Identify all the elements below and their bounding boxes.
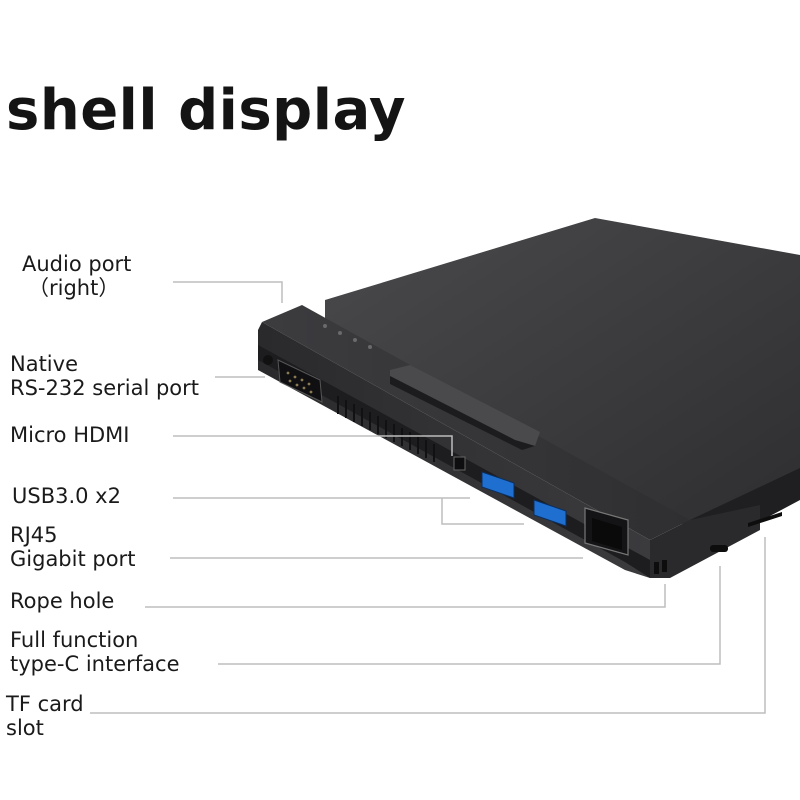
usb-port-2	[533, 499, 567, 527]
tf-card-slot	[748, 512, 782, 527]
callout-audio-port: Audio port （right）	[22, 252, 131, 300]
kickstand-shadow	[390, 376, 535, 450]
callout-line: Gigabit port	[10, 547, 136, 571]
kickstand	[390, 365, 540, 446]
callout-line: RJ45	[10, 523, 58, 547]
callout-line: slot	[6, 716, 44, 740]
leader-lines	[90, 281, 766, 714]
callout-line: Full function	[10, 628, 139, 652]
base-right-block	[650, 505, 760, 578]
callout-line: USB3.0 x2	[12, 484, 121, 508]
callout-line: TF card	[6, 692, 84, 716]
device-lid	[325, 218, 800, 528]
audio-port	[263, 355, 273, 365]
callout-rj45: RJ45 Gigabit port	[10, 523, 135, 571]
callout-line: type-C interface	[10, 652, 180, 676]
callout-line: （right）	[28, 276, 120, 300]
callout-line: Audio port	[22, 252, 132, 276]
callout-micro-hdmi: Micro HDMI	[10, 423, 129, 447]
callout-tf-card: TF card slot	[6, 692, 84, 740]
callout-line: Micro HDMI	[10, 423, 130, 447]
vent-grille	[337, 396, 435, 462]
callout-line: RS-232 serial port	[10, 376, 200, 400]
callout-line: Rope hole	[10, 589, 115, 613]
callout-rope-hole: Rope hole	[10, 589, 114, 613]
type-c-port	[710, 545, 728, 552]
callout-line: Native	[10, 352, 78, 376]
usb-port-1	[481, 471, 515, 499]
callout-usb3: USB3.0 x2	[12, 484, 121, 508]
callout-type-c: Full function type-C interface	[10, 628, 180, 676]
rope-hole	[654, 562, 659, 574]
status-leds	[323, 324, 372, 349]
micro-hdmi-port	[453, 456, 466, 471]
callout-rs232-port: Native RS-232 serial port	[10, 352, 199, 400]
page-title: shell display	[6, 78, 407, 143]
